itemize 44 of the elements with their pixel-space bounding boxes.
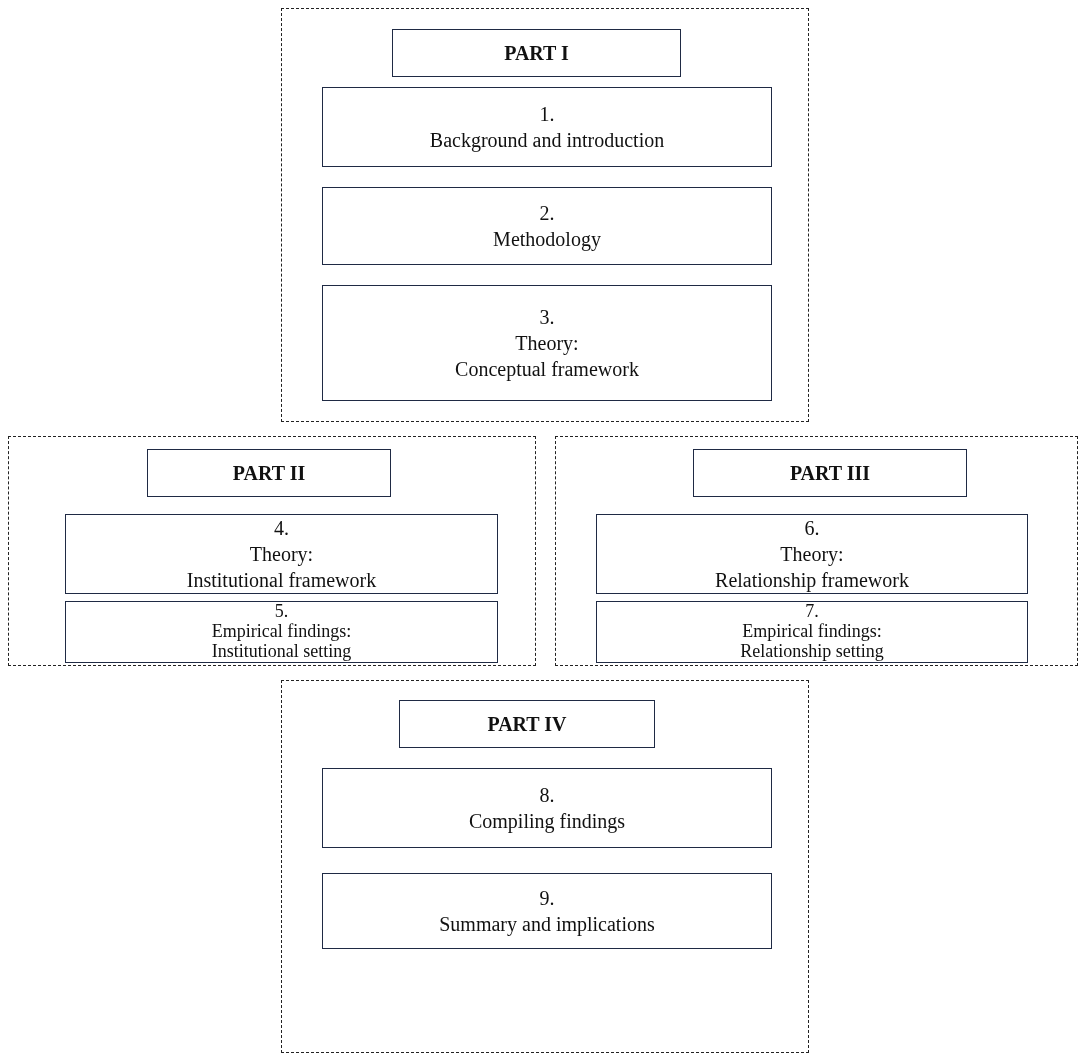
part-heading-box [147, 449, 391, 497]
chapter-title: Relationship framework [715, 568, 909, 593]
part-title: PART IV [487, 712, 567, 737]
chapter-number: 1. [539, 102, 555, 127]
chapter-box [322, 873, 772, 949]
chapter-number: 4. [274, 516, 289, 541]
chapter-box [596, 514, 1028, 594]
part-heading-box [392, 29, 681, 77]
chapter-number: 5. [274, 602, 289, 623]
chapter-number: 7. [805, 602, 819, 623]
chapter-title: Relationship setting [740, 641, 884, 662]
part-heading-box [399, 700, 655, 748]
chapter-box [322, 768, 772, 848]
dashed-group-frame [281, 8, 809, 422]
chapter-box [65, 601, 498, 663]
part-title: PART III [789, 461, 871, 486]
chapter-number: 3. [539, 305, 555, 330]
chapter-title: Institutional framework [186, 568, 377, 593]
part-heading-box [693, 449, 967, 497]
chapter-title: Conceptual framework [455, 357, 639, 382]
chapter-box [596, 601, 1028, 663]
dashed-group-frame [8, 436, 536, 666]
chapter-box [322, 87, 772, 167]
chapter-box [322, 285, 772, 401]
chapter-title: Theory: [515, 331, 579, 356]
chapter-title: Background and introduction [429, 128, 665, 153]
chapter-number: 8. [539, 783, 555, 808]
chapter-title: Methodology [493, 227, 601, 252]
chapter-title: Compiling findings [468, 809, 626, 834]
dashed-group-frame [555, 436, 1078, 666]
chapter-title: Empirical findings: [211, 622, 352, 642]
chapter-box [65, 514, 498, 594]
chapter-number: 6. [804, 516, 820, 541]
chapter-title: Theory: [249, 542, 314, 567]
part-title: PART I [504, 41, 569, 66]
chapter-title: Institutional setting [211, 641, 352, 662]
part-title: PART II [232, 461, 306, 486]
chapter-title: Theory: [780, 542, 844, 567]
dashed-group-frame [281, 680, 809, 1053]
chapter-box [322, 187, 772, 265]
chapter-title: Empirical findings: [742, 622, 882, 642]
chapter-number: 9. [539, 886, 555, 911]
chapter-number: 2. [539, 201, 555, 226]
chapter-title: Summary and implications [439, 912, 655, 937]
